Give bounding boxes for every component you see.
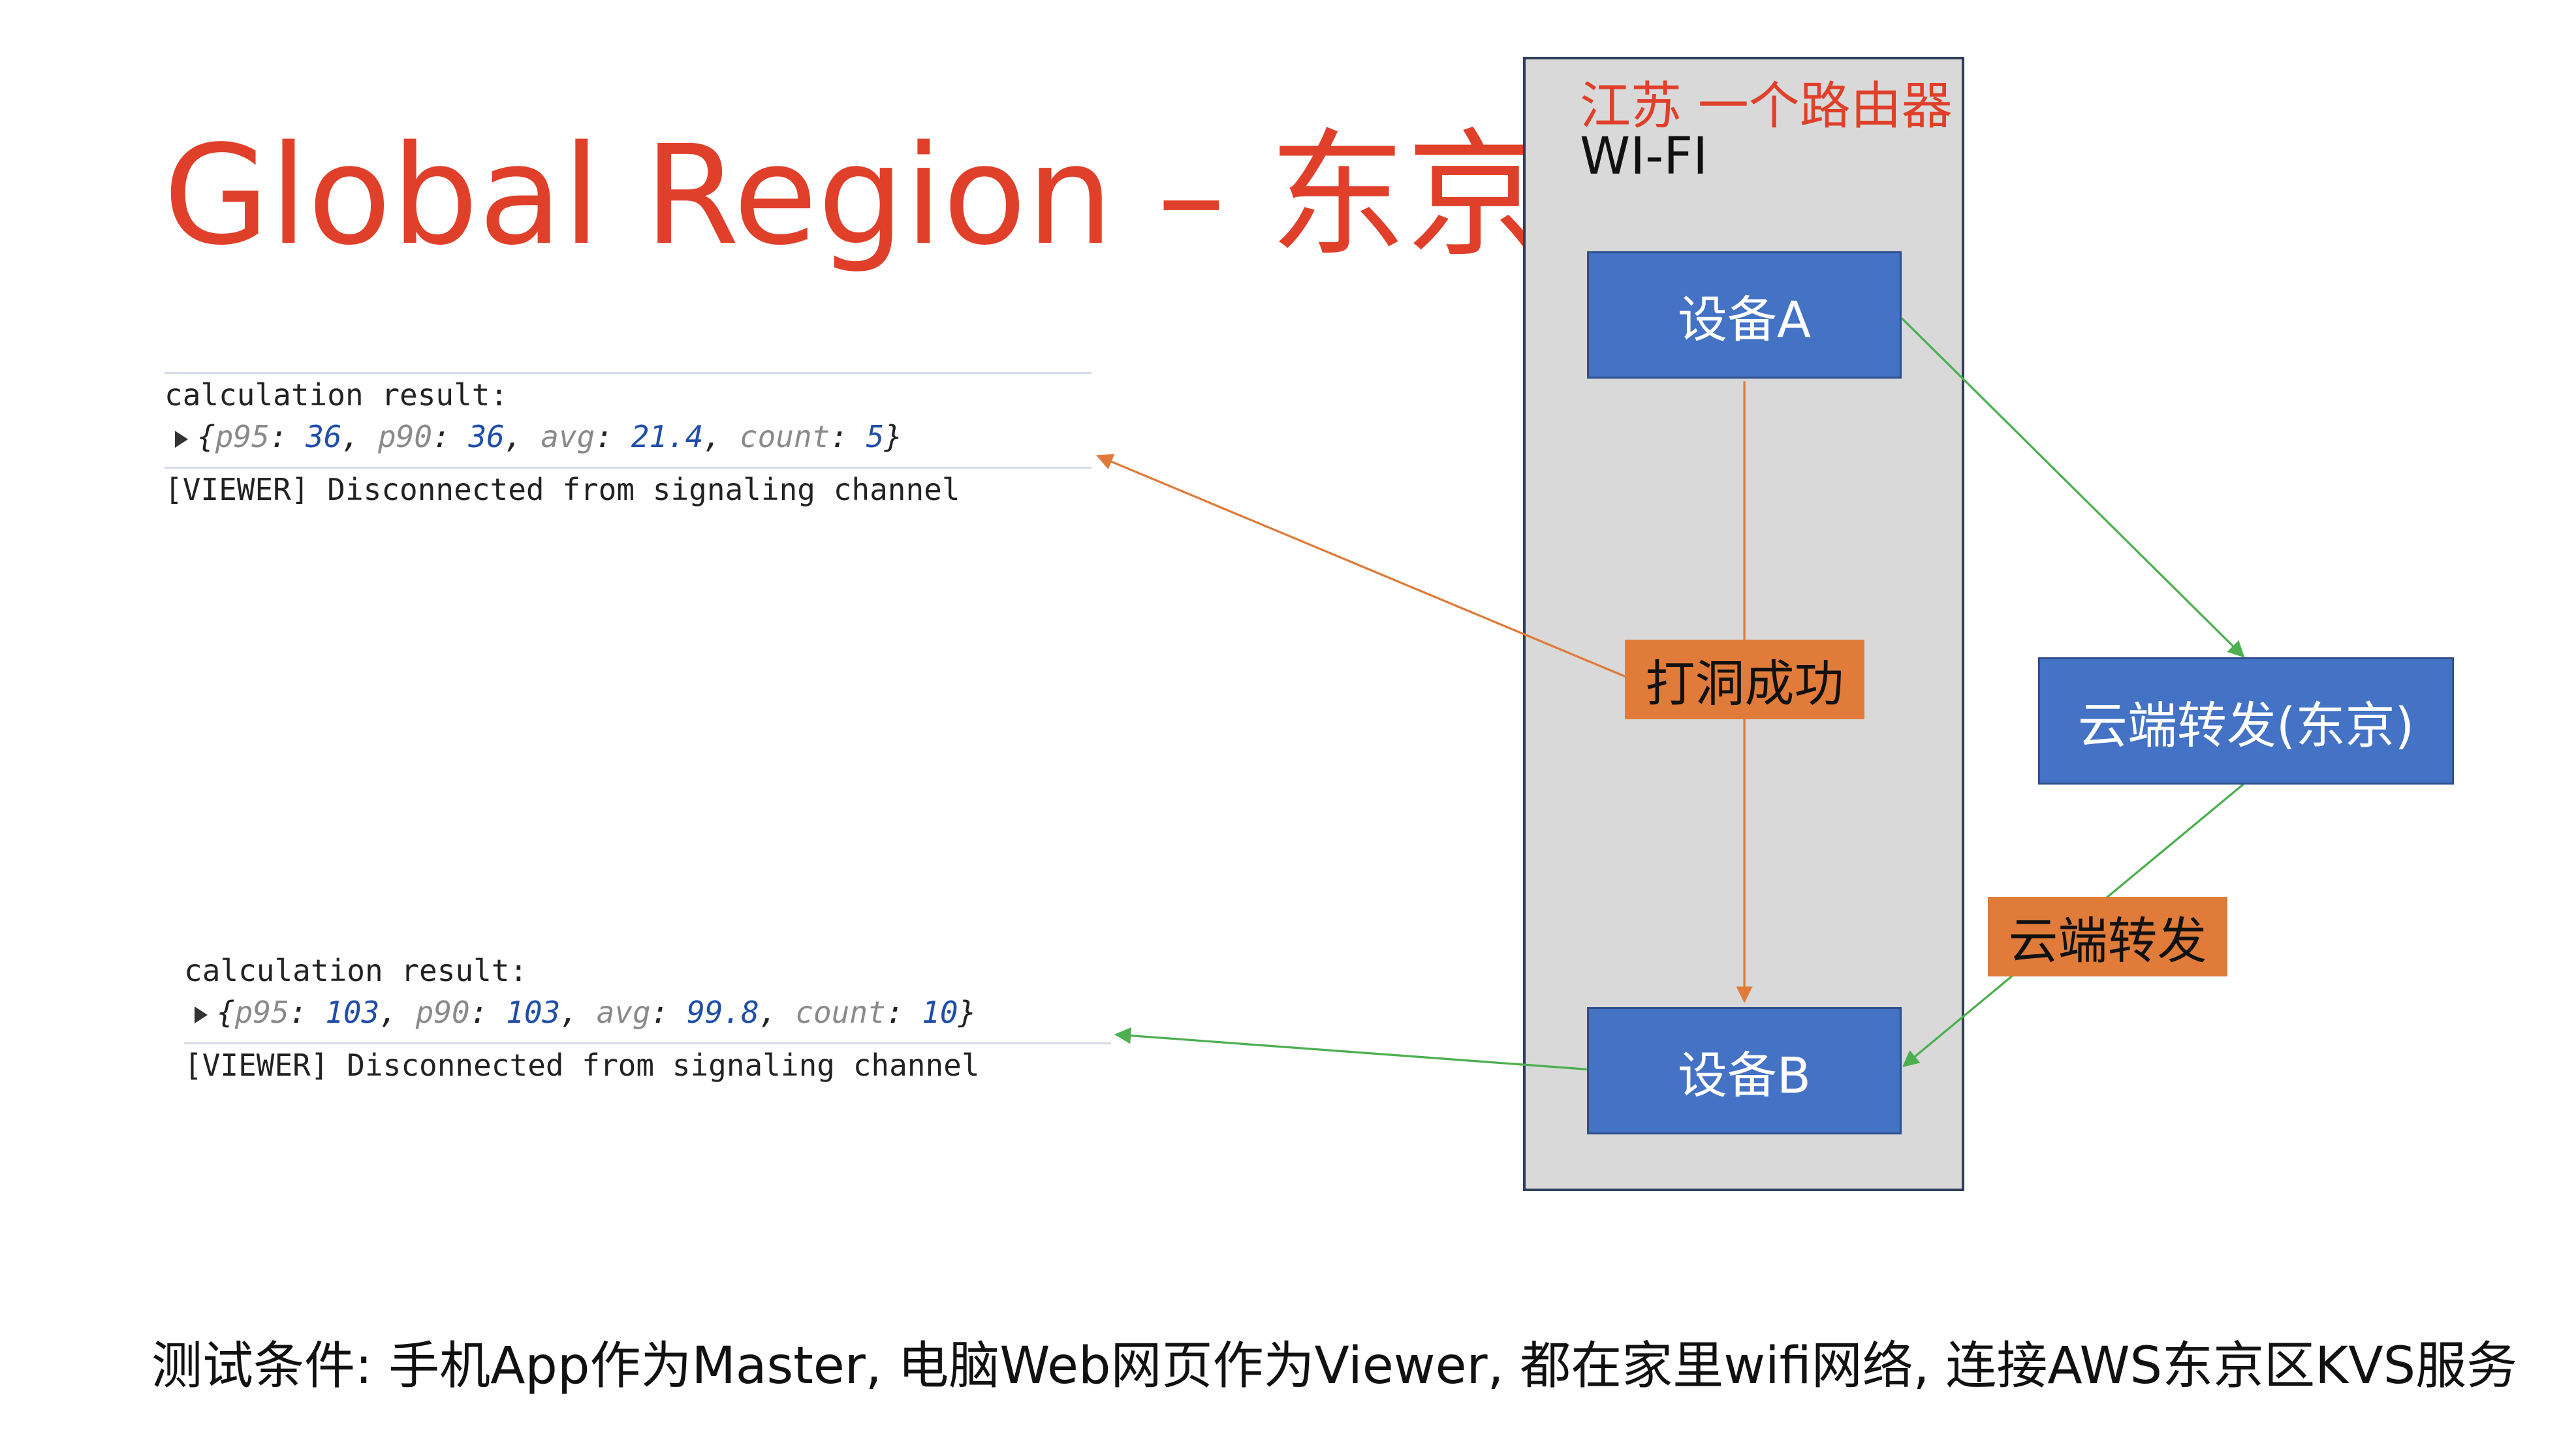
console-result-top: calculation result: {p95: 36, p90: 36, a… <box>165 372 1092 510</box>
node-device-a: 设备A <box>1587 251 1902 379</box>
tag-p2p-success: 打洞成功 <box>1625 640 1864 719</box>
node-device-b: 设备B <box>1587 1007 1902 1134</box>
node-device-b-label: 设备B <box>1677 1046 1812 1104</box>
console-label: calculation result: <box>184 953 528 988</box>
edge-a-to-cloud <box>1901 317 2245 658</box>
console-separator <box>165 372 1092 374</box>
console-label: calculation result: <box>165 377 509 413</box>
node-cloud-relay-label: 云端转发(东京) <box>2077 696 2415 755</box>
tag-cloud-forward-label: 云端转发 <box>2008 912 2207 970</box>
tag-p2p-success-label: 打洞成功 <box>1645 655 1844 713</box>
edge-p2p-to-console-top <box>1096 454 1626 678</box>
console-status: [VIEWER] Disconnected from signaling cha… <box>165 472 960 507</box>
region-title: 江苏 一个路由器 <box>1580 77 1953 136</box>
node-cloud-relay: 云端转发(东京) <box>2038 657 2454 785</box>
test-conditions-caption: 测试条件: 手机App作为Master, 电脑Web网页作为Viewer, 都在… <box>151 1337 2518 1395</box>
region-subtitle: WI-FI <box>1580 127 1708 186</box>
console-separator <box>184 1042 1111 1044</box>
node-device-a-label: 设备A <box>1678 290 1811 349</box>
console-object-line[interactable]: {p95: 103, p90: 103, avg: 99.8, count: 1… <box>184 991 1111 1033</box>
expand-triangle-icon[interactable] <box>175 430 188 448</box>
console-status: [VIEWER] Disconnected from signaling cha… <box>184 1048 980 1083</box>
tag-cloud-forward: 云端转发 <box>1988 897 2227 976</box>
console-separator <box>165 467 1092 469</box>
page-title: Global Region – 东京 <box>163 116 1544 275</box>
expand-triangle-icon[interactable] <box>195 1006 208 1023</box>
console-result-bottom: calculation result: {p95: 103, p90: 103,… <box>184 950 1111 1086</box>
console-object-line[interactable]: {p95: 36, p90: 36, avg: 21.4, count: 5} <box>165 416 1092 458</box>
edge-b-to-console-bottom <box>1114 1027 1587 1070</box>
